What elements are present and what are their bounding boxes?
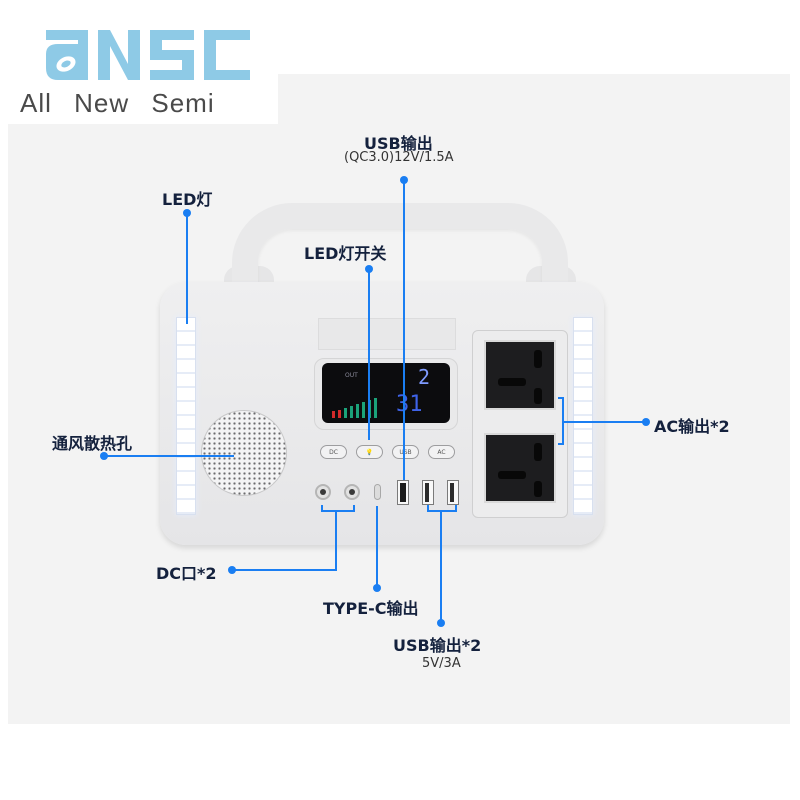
typec-port	[374, 484, 381, 500]
label-usb-output-2-spec: 5V/3A	[422, 656, 461, 671]
label-usb-qc-output: USB输出	[364, 134, 433, 153]
display-out-label: OUT	[345, 372, 358, 379]
callout-line	[104, 455, 234, 457]
callout-bracket	[353, 505, 355, 512]
lcd-display	[322, 363, 450, 423]
socket-hole	[534, 481, 542, 497]
socket-hole	[498, 471, 526, 479]
socket-hole	[534, 388, 542, 404]
level-bar	[374, 398, 377, 418]
dc-port-1	[315, 484, 331, 500]
dc-button[interactable]: DC	[320, 445, 347, 459]
level-bar	[338, 410, 341, 418]
level-bar	[350, 406, 353, 418]
callout-line	[335, 510, 337, 570]
logo: All New Semi	[0, 0, 278, 124]
level-bar	[332, 411, 335, 418]
label-typec-output: TYPE-C输出	[323, 599, 419, 618]
callout-line	[440, 510, 442, 622]
label-led-light: LED灯	[162, 190, 213, 209]
ac-socket-1	[484, 340, 556, 410]
callout-line	[232, 569, 337, 571]
usb-qc-port	[397, 480, 409, 505]
callout-bracket	[562, 397, 564, 444]
label-usb-output-2: USB输出*2	[393, 636, 482, 655]
callout-dot	[642, 418, 650, 426]
label-led-switch: LED灯开关	[304, 244, 387, 263]
callout-line	[368, 268, 370, 440]
level-bar	[344, 408, 347, 418]
led-light-button[interactable]: 💡	[356, 445, 383, 459]
ac-button[interactable]: AC	[428, 445, 455, 459]
ansc-logo-mark-icon	[46, 30, 250, 80]
label-dc-port: DC口*2	[156, 564, 217, 583]
label-vent: 通风散热孔	[52, 434, 133, 453]
battery-level-bars	[332, 396, 377, 418]
callout-line	[376, 506, 378, 588]
ac-socket-2	[484, 433, 556, 503]
callout-bracket	[558, 443, 564, 445]
callout-dot	[228, 566, 236, 574]
callout-bracket	[321, 505, 323, 512]
led-strip-right	[573, 317, 593, 515]
callout-dot	[373, 584, 381, 592]
usb-port-2	[447, 480, 459, 505]
callout-line	[403, 180, 405, 480]
vent-grille	[201, 410, 287, 496]
dc-port-2	[344, 484, 360, 500]
label-ac-output: AC输出*2	[654, 417, 730, 436]
level-bar	[356, 404, 359, 418]
display-digit-top: 2	[418, 365, 431, 389]
callout-bracket	[427, 510, 457, 512]
display-digit-bottom: 31	[396, 392, 423, 417]
usb-button[interactable]: USB	[392, 445, 419, 459]
callout-dot	[437, 619, 445, 627]
callout-bracket	[455, 505, 457, 512]
usb-port-1	[422, 480, 434, 505]
label-usb-qc-spec: (QC3.0)12V/1.5A	[344, 150, 454, 165]
callout-bracket	[427, 505, 429, 512]
label-plate	[318, 318, 456, 350]
control-buttons: DC 💡 USB AC	[320, 445, 455, 459]
socket-hole	[534, 443, 542, 461]
callout-line	[186, 212, 188, 324]
led-strip-left	[176, 317, 196, 515]
socket-hole	[498, 378, 526, 386]
socket-hole	[534, 350, 542, 368]
callout-line	[564, 421, 644, 423]
level-bar	[362, 402, 365, 418]
callout-bracket	[321, 510, 355, 512]
callout-bracket	[558, 397, 564, 399]
brand-tagline: All New Semi	[20, 88, 215, 118]
